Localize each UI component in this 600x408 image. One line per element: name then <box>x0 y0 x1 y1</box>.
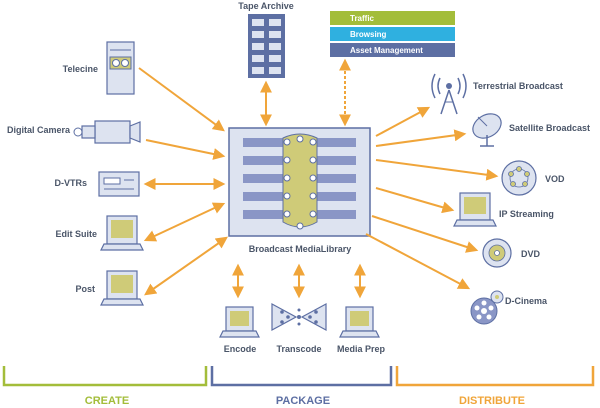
traffic-bar <box>330 11 455 25</box>
post-computer-icon <box>100 270 144 306</box>
asset-management-label: Asset Management <box>350 46 423 55</box>
transcode-icon <box>271 302 327 332</box>
library-label: Broadcast MediaLibrary <box>249 244 352 254</box>
create-bracket <box>2 366 208 387</box>
arrow-edit-suite <box>143 202 226 242</box>
camera-icon <box>73 120 141 144</box>
telecine-icon <box>106 41 135 95</box>
browsing-label: Browsing <box>350 30 387 39</box>
create-section-label: CREATE <box>85 395 129 407</box>
browsing-bar <box>330 27 455 41</box>
media-library-server <box>228 127 371 237</box>
dvd-disc-icon <box>482 238 512 268</box>
vod-label: VOD <box>545 174 565 184</box>
arrow-telecine <box>138 67 225 132</box>
encode-label: Encode <box>224 344 257 354</box>
media-prep-label: Media Prep <box>337 344 386 354</box>
arrow-satellite <box>375 129 467 147</box>
arrow-terrestrial <box>375 106 431 137</box>
arrow-vod <box>375 159 499 181</box>
package-section-label: PACKAGE <box>276 395 330 407</box>
dvtrs-label: D-VTRs <box>54 178 87 188</box>
satellite-dish-icon <box>472 113 502 147</box>
edit-suite-computer-icon <box>100 215 144 251</box>
arrow-dvd <box>371 215 479 253</box>
distribute-bracket <box>395 366 595 387</box>
transcode-label: Transcode <box>276 344 321 354</box>
terrestrial-label: Terrestrial Broadcast <box>473 81 563 91</box>
package-bracket <box>210 366 393 387</box>
digital-camera-label: Digital Camera <box>7 125 71 135</box>
arrow-post <box>144 236 228 296</box>
vtr-icon <box>98 171 140 197</box>
traffic-label: Traffic <box>350 14 375 23</box>
film-reel-icon <box>470 290 504 325</box>
post-label: Post <box>75 284 95 294</box>
ip-streaming-computer-icon <box>453 192 497 227</box>
arrow-ip-streaming <box>375 187 455 214</box>
media-prep-computer-icon <box>339 306 380 338</box>
tape-archive-label: Tape Archive <box>238 1 294 11</box>
asset-management-bar <box>330 43 455 57</box>
telecine-label: Telecine <box>63 64 98 74</box>
satellite-label: Satellite Broadcast <box>509 123 590 133</box>
vod-network-icon <box>501 160 537 196</box>
antenna-icon <box>431 73 467 115</box>
tape-archive-icon <box>248 14 285 78</box>
dvd-label: DVD <box>521 249 541 259</box>
encode-computer-icon <box>219 306 260 338</box>
arrow-dcinema <box>365 233 471 290</box>
distribute-section-label: DISTRIBUTE <box>459 395 525 407</box>
edit-suite-label: Edit Suite <box>55 229 97 239</box>
top-bars: Traffic Browsing Asset Management <box>330 11 455 57</box>
dcinema-label: D-Cinema <box>505 296 548 306</box>
arrow-digital-camera <box>145 139 226 160</box>
ip-streaming-label: IP Streaming <box>499 209 554 219</box>
